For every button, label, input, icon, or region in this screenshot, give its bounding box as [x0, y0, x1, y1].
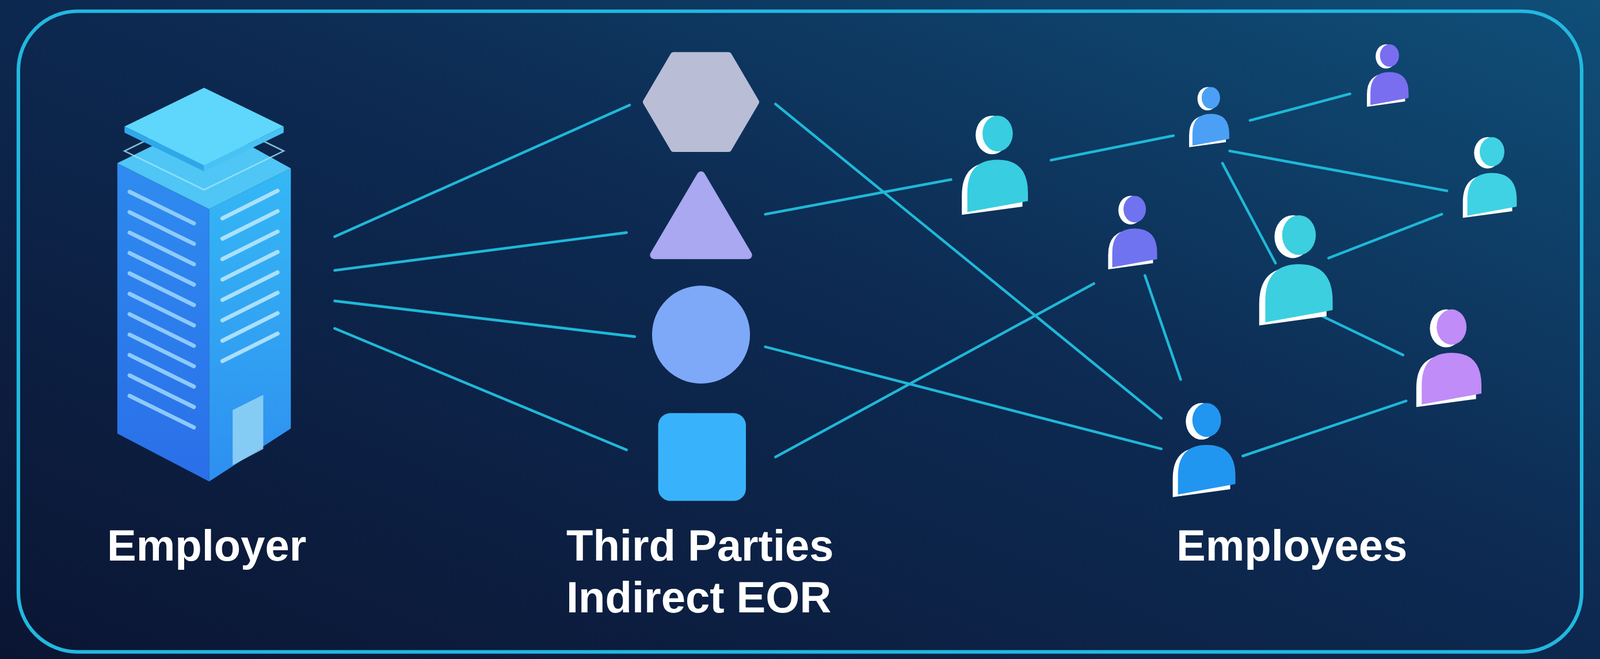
third-party-shapes	[645, 55, 756, 502]
building-icon	[117, 87, 291, 482]
frame-border	[18, 10, 1582, 652]
employer-label: Employer	[107, 519, 453, 572]
third-parties-label: Third Parties Indirect EOR	[566, 519, 889, 624]
employee-icons	[961, 44, 1517, 498]
employees-label: Employees	[1176, 519, 1568, 572]
connector-lines	[334, 93, 1448, 457]
